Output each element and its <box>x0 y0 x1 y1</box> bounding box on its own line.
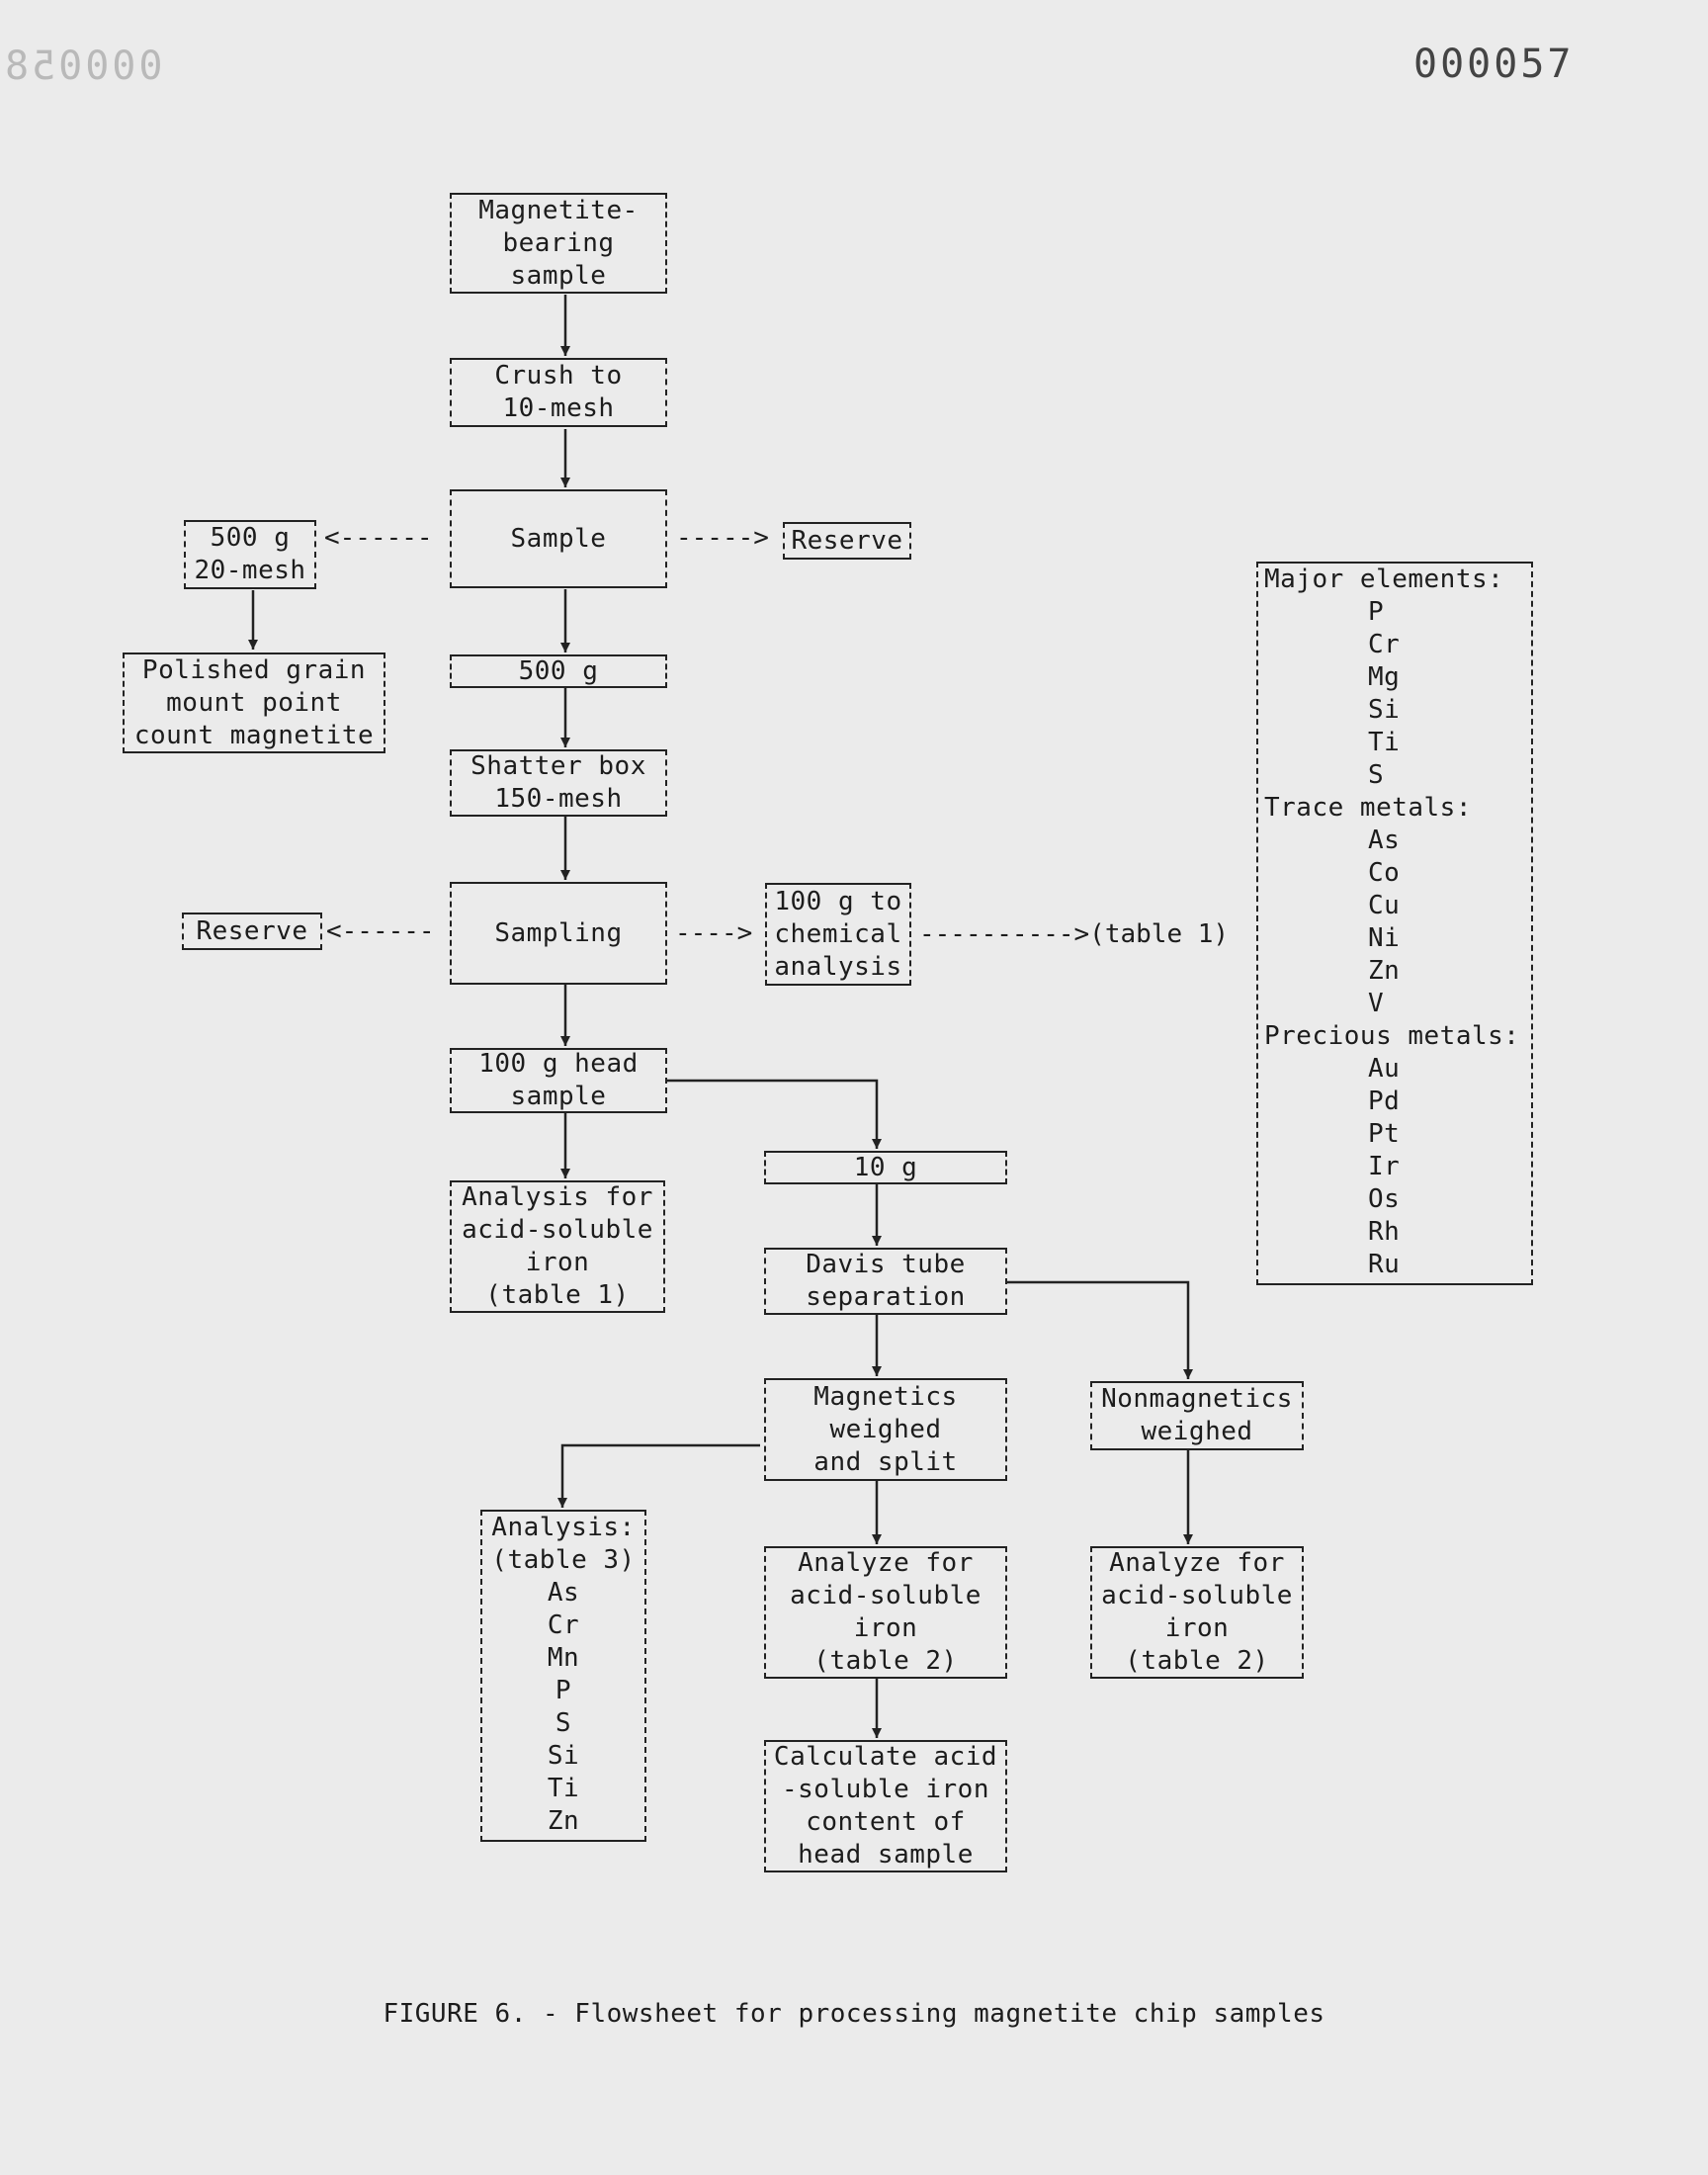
nonmagnetics-box: Nonmagnetics weighed <box>1090 1381 1304 1450</box>
500g-box: 500 g <box>450 654 667 688</box>
arrow-head-to-10g <box>665 1079 882 1149</box>
dashed-arrow-to-table-1: ---------->(table 1) <box>919 919 1230 949</box>
mirrored-page-number: 000058 <box>2 44 163 89</box>
shatter-box: Shatter box 150-mesh <box>450 749 667 817</box>
dashed-arrow-to-reserve-1: -----> <box>676 523 769 553</box>
crush-box: Crush to 10-mesh <box>450 358 667 427</box>
calculate-box: Calculate acid -soluble iron content of … <box>764 1740 1007 1872</box>
analysis-table3-box: Analysis: (table 3) As Cr Mn P S Si Ti Z… <box>480 1510 646 1842</box>
acid-soluble-analysis-box: Analysis for acid-soluble iron (table 1) <box>450 1180 665 1313</box>
magnetite-sample-box: Magnetite- bearing sample <box>450 193 667 294</box>
analyze-nonmagnetics-box: Analyze for acid-soluble iron (table 2) <box>1090 1546 1304 1679</box>
head-sample-box: 100 g head sample <box>450 1048 667 1113</box>
reserve-box-2: Reserve <box>182 913 322 950</box>
davis-tube-box: Davis tube separation <box>764 1248 1007 1315</box>
arrow-davis-to-nonmagnetics <box>1007 1280 1193 1379</box>
10g-box: 10 g <box>764 1151 1007 1184</box>
dashed-arrow-to-reserve-2: <------ <box>326 916 435 946</box>
500g-20mesh-box: 500 g 20-mesh <box>184 520 316 589</box>
magnetics-box: Magnetics weighed and split <box>764 1378 1007 1481</box>
dashed-arrow-to-chemical: ----> <box>675 918 753 948</box>
page-number: 000057 <box>1413 42 1575 87</box>
figure-caption: FIGURE 6. - Flowsheet for processing mag… <box>383 1999 1325 2029</box>
chemical-analysis-box: 100 g to chemical analysis <box>765 883 911 986</box>
elements-list-box: Major elements: P Cr Mg Si Ti S Trace me… <box>1256 562 1533 1285</box>
reserve-box-1: Reserve <box>783 522 911 560</box>
sampling-box: Sampling <box>450 882 667 985</box>
polished-grain-box: Polished grain mount point count magneti… <box>123 652 385 753</box>
arrow-magnetics-to-analysis-table3 <box>557 1443 760 1508</box>
analyze-magnetics-box: Analyze for acid-soluble iron (table 2) <box>764 1546 1007 1679</box>
sample-box: Sample <box>450 489 667 588</box>
dashed-arrow-to-500g: <------ <box>324 523 433 553</box>
